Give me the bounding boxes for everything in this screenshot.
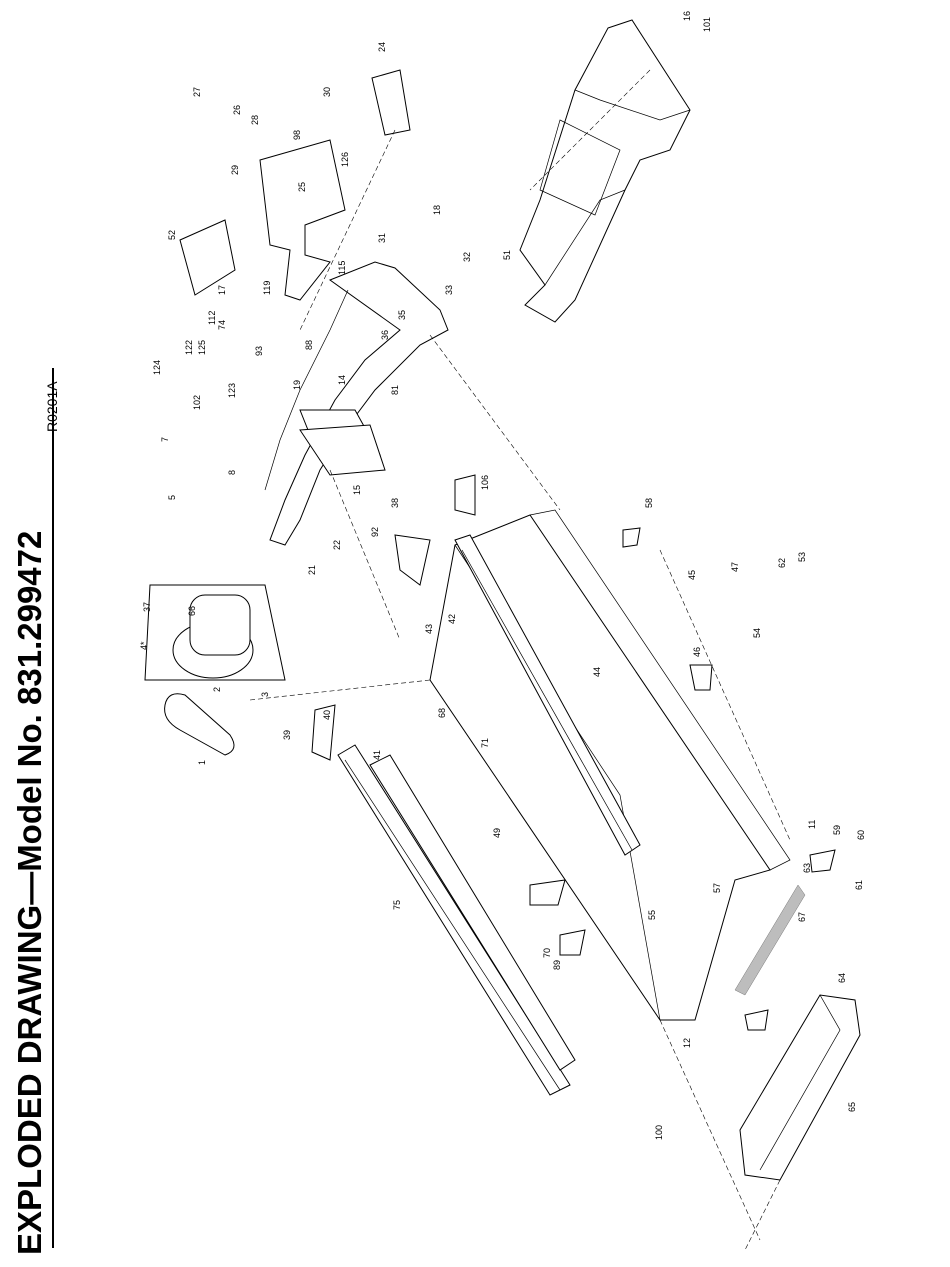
decal-part [735,885,805,995]
part-callout-31: 31 [377,233,387,243]
part-callout-93: 93 [254,346,264,356]
part-callout-102: 102 [192,395,202,410]
part-callout-11: 11 [807,820,817,829]
part-callout-100: 100 [654,1125,664,1140]
part-callout-29: 29 [230,165,240,175]
part-callout-55: 55 [647,910,657,920]
part-callout-3: 3 [260,692,270,697]
part-callout-16: 16 [682,11,692,21]
part-callout-2: 2 [212,687,222,692]
part-callout-35: 35 [397,310,407,320]
part-callout-70: 70 [542,948,552,958]
part-callout-112: 112 [207,311,217,325]
part-callout-30: 30 [322,87,332,97]
part-callout-24: 24 [377,42,387,52]
motor-base-plate-part [145,585,285,680]
part-callout-59: 59 [832,825,842,835]
part-callout-44: 44 [592,667,602,677]
part-callout-75: 75 [392,900,402,910]
part-callout-123: 123 [227,383,237,398]
part-callout-62: 62 [777,558,787,568]
part-callout-126: 126 [340,152,350,167]
part-callout-25: 25 [297,182,307,192]
part-callout-33: 33 [444,285,454,295]
part-callout-38: 38 [390,498,400,508]
part-callout-49: 49 [492,828,502,838]
part-callout-58: 58 [644,498,654,508]
part-callout-26: 26 [232,105,242,115]
part-callout-115: 115 [337,261,347,275]
part-callout-40: 40 [322,710,332,720]
part-callout-98: 98 [292,130,302,140]
part-callout-119: 119 [262,281,272,295]
part-callout-54: 54 [752,628,762,638]
part-callout-18: 18 [432,205,442,215]
part-callout-36: 36 [380,330,390,340]
part-callout-19: 19 [292,380,302,390]
part-callout-61: 61 [854,880,864,890]
part-callout-125: 125 [197,340,207,355]
part-callout-60: 60 [856,830,866,840]
part-callout-81: 81 [390,385,400,395]
part-callout-7: 7 [160,437,170,442]
part-callout-14: 14 [337,375,347,385]
part-callout-15: 15 [352,485,362,495]
part-callout-124: 124 [152,360,162,375]
part-callout-46: 46 [692,647,702,657]
part-callout-21: 21 [307,565,317,575]
part-callout-88: 88 [304,340,314,350]
part-callout-65: 65 [847,1102,857,1112]
part-callout-43: 43 [424,624,434,634]
part-callout-8: 8 [227,470,237,475]
motor-hood-part [520,20,690,322]
part-callout-51: 51 [502,250,512,260]
part-callout-12: 12 [682,1038,692,1048]
part-callout-101: 101 [702,17,712,32]
drive-belt-part [165,694,234,755]
part-callout-89: 89 [552,960,562,970]
part-callout-32: 32 [462,252,472,262]
part-callout-39: 39 [282,730,292,740]
part-callout-22: 22 [332,540,342,550]
part-callout-42: 42 [447,614,457,624]
part-callout-41: 41 [372,750,382,760]
part-callout-52: 52 [167,230,177,240]
part-callout-68: 68 [437,708,447,718]
part-callout-17: 17 [217,285,227,295]
part-callout-74: 74 [217,320,227,330]
part-callout-5: 5 [167,495,177,500]
part-callout-63: 63 [802,863,812,873]
part-callout-106: 106 [480,475,490,490]
part-callout-57: 57 [712,883,722,893]
part-callout-1: 1 [197,760,207,765]
part-callout-64: 64 [837,973,847,983]
part-callout-27: 27 [192,87,202,97]
part-callout-4-star: 4* [139,641,149,650]
part-callout-37: 37 [142,602,152,612]
part-callout-47: 47 [730,562,740,572]
part-callout-53: 53 [797,552,807,562]
part-callout-122: 122 [184,340,194,355]
frame-part [265,262,448,545]
part-callout-67: 67 [797,912,807,922]
part-callout-28: 28 [250,115,260,125]
part-callout-71: 71 [480,738,490,748]
part-callout-66: 66 [187,606,197,616]
part-callout-45: 45 [687,570,697,580]
part-callout-92: 92 [370,527,380,537]
